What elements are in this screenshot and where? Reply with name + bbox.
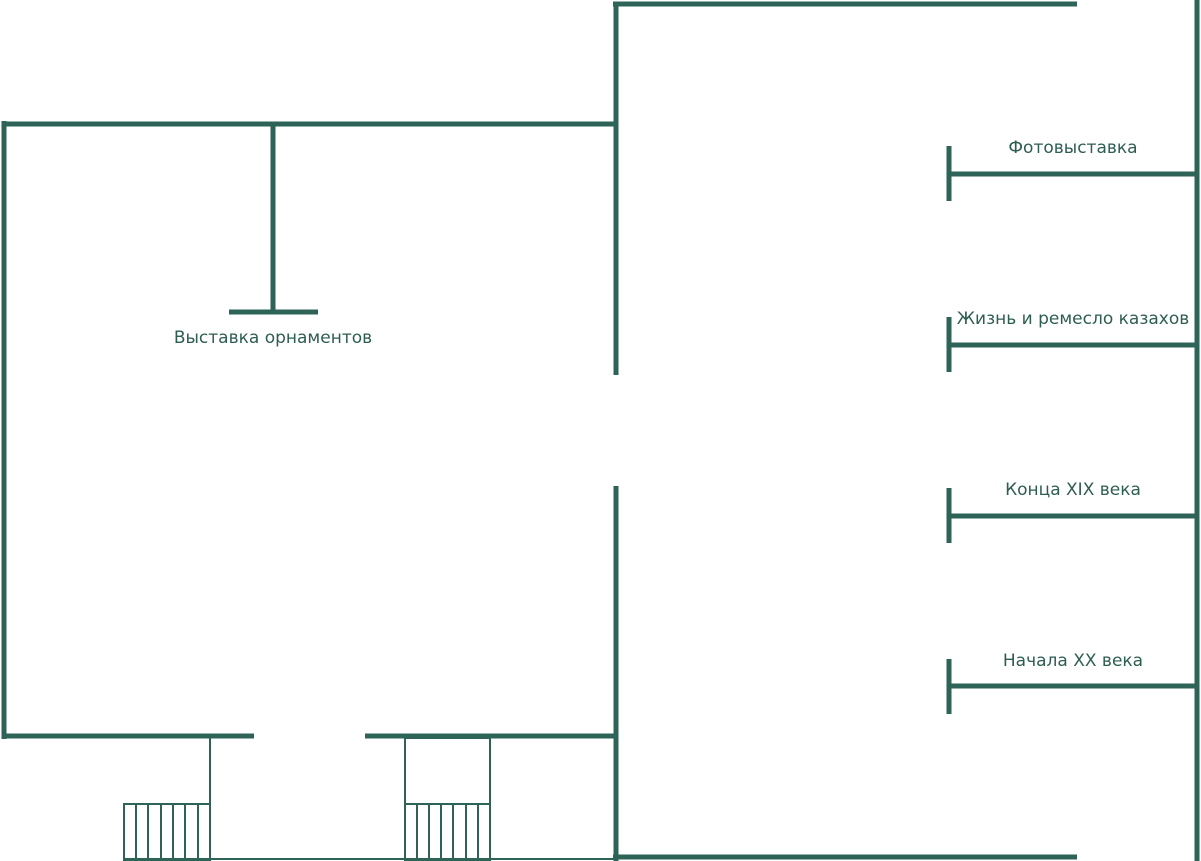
stairs-right: [404, 803, 491, 861]
vestibule: [404, 737, 491, 805]
right-hall: [613, 0, 1200, 861]
life-crafts-label: Жизнь и ремесло казахов: [957, 309, 1190, 329]
stairs-left: [123, 803, 211, 861]
late-19th-century-label: Конца XIX века: [1005, 480, 1141, 500]
photo-exhibition-label: Фотовыставка: [1008, 138, 1137, 158]
left-hall: [1, 121, 616, 739]
ornament-exhibition-label: Выставка орнаментов: [174, 328, 372, 348]
stairs-right-outline: [404, 803, 491, 861]
stairs-left-outline: [123, 803, 211, 861]
display-partitions: [946, 146, 1197, 714]
early-20th-century-label: Начала XX века: [1003, 651, 1143, 671]
room-labels: Выставка орнаментов Фотовыставка Жизнь и…: [174, 138, 1189, 671]
